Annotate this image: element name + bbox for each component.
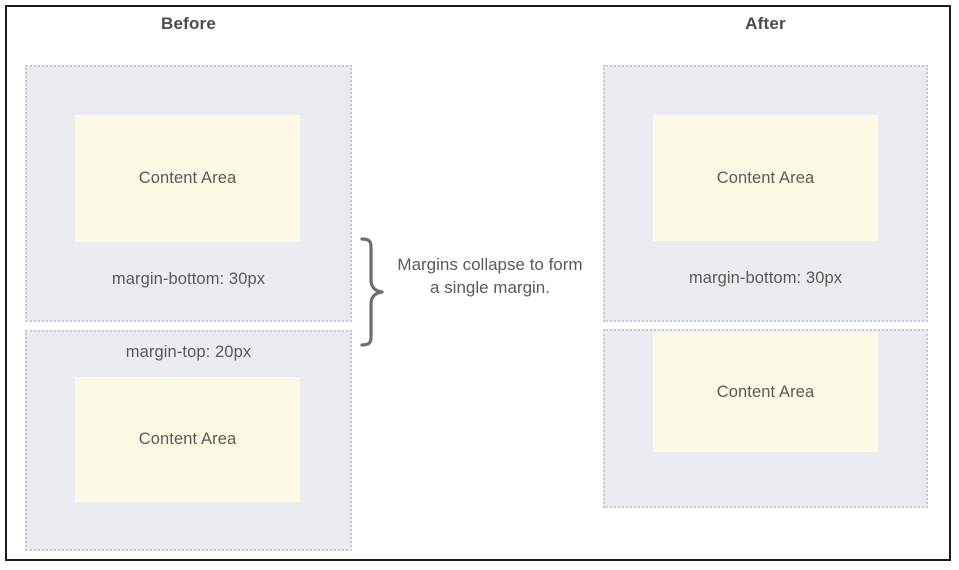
after-content-area-2-label: Content Area <box>716 382 815 401</box>
after-content-area-2: Content Area <box>653 332 878 452</box>
after-margin-bottom-label: margin-bottom: 30px <box>688 269 843 287</box>
curly-brace-svg <box>360 237 384 347</box>
curly-brace-icon <box>358 236 392 348</box>
after-content-area-1-label: Content Area <box>716 168 815 187</box>
before-content-area-1-label: Content Area <box>138 169 237 187</box>
before-margin-top-label: margin-top: 20px <box>125 343 252 361</box>
annotation-text: Margins collapse to form a single margin… <box>397 255 583 297</box>
column-heading-after: After <box>745 14 786 33</box>
before-content-area-2: Content Area <box>75 377 300 502</box>
after-content-area-1: Content Area <box>653 115 878 241</box>
before-content-area-2-label: Content Area <box>138 430 237 448</box>
before-margin-bottom-label: margin-bottom: 30px <box>111 270 266 288</box>
column-heading-before: Before <box>160 14 217 33</box>
before-content-area-1: Content Area <box>75 115 300 242</box>
